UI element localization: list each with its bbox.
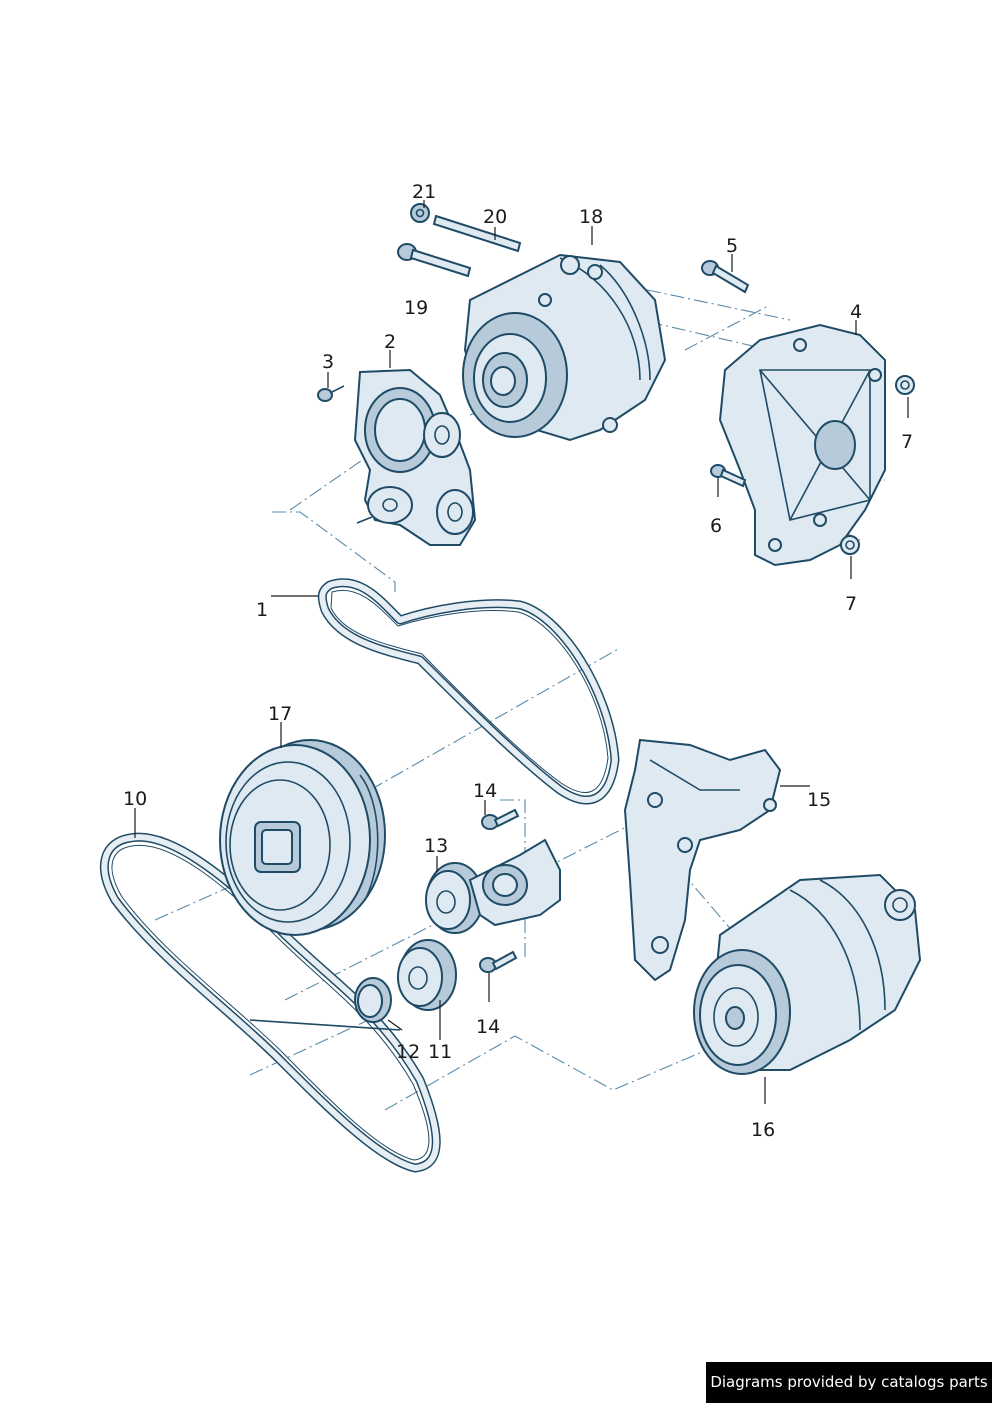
alternator [462, 253, 667, 442]
callout-15: 15 [807, 789, 831, 811]
callout-5: 5 [726, 235, 738, 257]
mounting-bracket [718, 323, 886, 567]
bolt-6 [710, 464, 747, 488]
callout-labels: 1 2 3 4 5 6 7 7 10 11 12 13 14 14 15 16 … [123, 181, 913, 1141]
bolt-19 [397, 243, 472, 278]
bush-7-lower [840, 535, 860, 555]
callout-19: 19 [404, 297, 428, 319]
callout-7-lower: 7 [845, 593, 857, 615]
callout-14-upper: 14 [473, 780, 497, 802]
callout-3: 3 [322, 351, 334, 373]
callout-17: 17 [268, 703, 292, 725]
callout-7-upper: 7 [901, 431, 913, 453]
bolt-3 [317, 385, 345, 402]
catalog-watermark: Diagrams provided by catalogs parts [706, 1362, 992, 1403]
belt-tensioner-bracket [353, 368, 477, 546]
bolt-5 [701, 260, 750, 294]
stud-20 [432, 214, 522, 253]
compressor-bracket [623, 738, 782, 982]
callout-14-lower: 14 [476, 1016, 500, 1038]
ac-compressor [693, 873, 922, 1075]
callout-21: 21 [412, 181, 436, 203]
nut-21 [410, 203, 430, 223]
ribbed-belt-upper [317, 578, 620, 805]
callout-16: 16 [751, 1119, 775, 1141]
callout-12: 12 [396, 1041, 420, 1063]
tensioner-pulley [425, 862, 484, 934]
bolt-14-lower [479, 950, 518, 973]
callout-11: 11 [428, 1041, 452, 1063]
callout-6: 6 [710, 515, 722, 537]
callout-leaders [134, 200, 909, 1104]
pulley-cap [354, 977, 392, 1023]
bush-7-upper [895, 375, 915, 395]
belt-tensioner-unit [468, 838, 561, 927]
callout-18: 18 [579, 206, 603, 228]
callout-2: 2 [384, 331, 396, 353]
callout-10: 10 [123, 788, 147, 810]
callout-1: 1 [256, 599, 268, 621]
vibration-damper-pulley [219, 739, 386, 936]
callout-4: 4 [850, 301, 862, 323]
callout-13: 13 [424, 835, 448, 857]
idler-pulley [397, 939, 457, 1011]
callout-20: 20 [483, 206, 507, 228]
bolt-14-upper [481, 808, 520, 830]
